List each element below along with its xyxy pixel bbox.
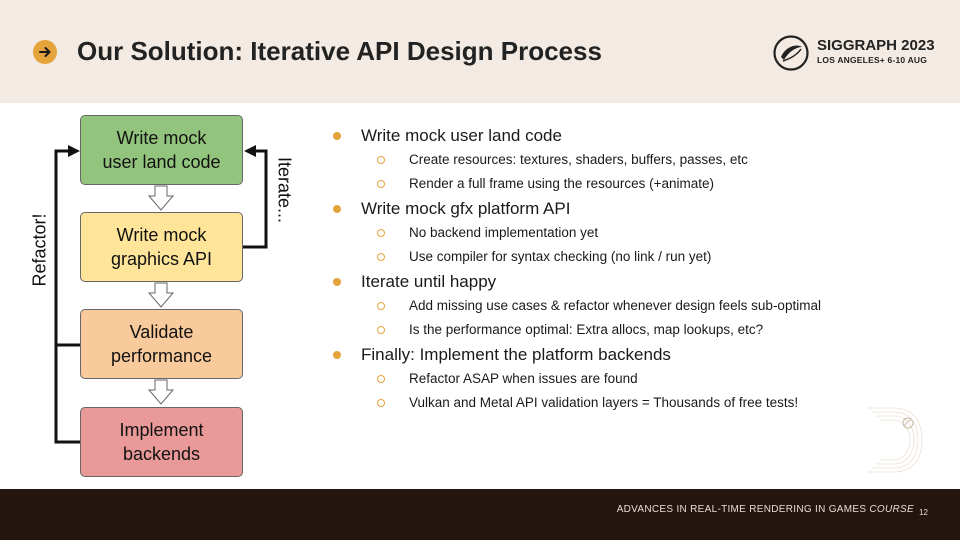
sub-bullet-ring-icon (377, 229, 385, 237)
bullet-item: Finally: Implement the platform backends (330, 342, 890, 367)
slide-title: Our Solution: Iterative API Design Proce… (77, 36, 602, 66)
flow-box-validate-performance: Validate performance (80, 309, 243, 379)
sub-bullet-ring-icon (377, 326, 385, 334)
sub-bullet-item: No backend implementation yet (330, 221, 890, 245)
flow-box-implement-backends: Implement backends (80, 407, 243, 477)
flow-box-graphics-api: Write mock graphics API (80, 212, 243, 282)
course-title: ADVANCES IN REAL-TIME RENDERING IN GAMES… (616, 504, 914, 515)
logo-subtitle: LOS ANGELES+ 6-10 AUG (817, 55, 928, 65)
page-number: 12 (919, 508, 928, 517)
sub-bullet-item: Create resources: textures, shaders, buf… (330, 148, 890, 172)
flow-connectors (54, 145, 268, 444)
sub-bullet-item: Is the performance optimal: Extra allocs… (330, 318, 890, 342)
sub-bullet-item: Vulkan and Metal API validation layers =… (330, 391, 890, 415)
iterate-loop-line (243, 149, 268, 249)
footer-band: ADVANCES IN REAL-TIME RENDERING IN GAMES… (0, 489, 960, 540)
refactor-loop-arrowhead (68, 145, 80, 157)
flow-box-user-land: Write mock user land code (80, 115, 243, 185)
down-arrow-1 (147, 185, 175, 211)
header-band: Our Solution: Iterative API Design Proce… (0, 0, 960, 103)
iterate-loop-arrowhead (244, 145, 256, 157)
sub-bullet-ring-icon (377, 302, 385, 310)
bullet-dot-icon (333, 205, 341, 213)
sub-bullet-ring-icon (377, 375, 385, 383)
down-arrow-3 (147, 379, 175, 405)
refactor-loop-line (54, 149, 80, 444)
sub-bullet-item: Use compiler for syntax checking (no lin… (330, 245, 890, 269)
decorative-watermark-icon (868, 407, 923, 473)
sub-bullet-ring-icon (377, 156, 385, 164)
siggraph-emblem-icon (773, 35, 809, 71)
bullet-item: Write mock gfx platform API (330, 196, 890, 221)
bullet-dot-icon (333, 351, 341, 359)
bullet-list: Write mock user land code Create resourc… (330, 123, 890, 415)
refactor-label: Refactor! (29, 213, 50, 287)
bullet-item: Write mock user land code (330, 123, 890, 148)
bullet-dot-icon (333, 132, 341, 140)
down-arrow-2 (147, 282, 175, 308)
sub-bullet-ring-icon (377, 399, 385, 407)
sub-bullet-item: Add missing use cases & refactor wheneve… (330, 294, 890, 318)
sub-bullet-item: Render a full frame using the resources … (330, 172, 890, 196)
iterate-label: Iterate... (274, 156, 295, 224)
bullet-dot-icon (333, 278, 341, 286)
sub-bullet-item: Refactor ASAP when issues are found (330, 367, 890, 391)
siggraph-logo: SIGGRAPH 2023 LOS ANGELES+ 6-10 AUG (772, 34, 942, 74)
sub-bullet-ring-icon (377, 253, 385, 261)
logo-title: SIGGRAPH 2023 (817, 37, 935, 54)
bullet-item: Iterate until happy (330, 269, 890, 294)
sub-bullet-ring-icon (377, 180, 385, 188)
arrow-right-icon (33, 40, 57, 64)
